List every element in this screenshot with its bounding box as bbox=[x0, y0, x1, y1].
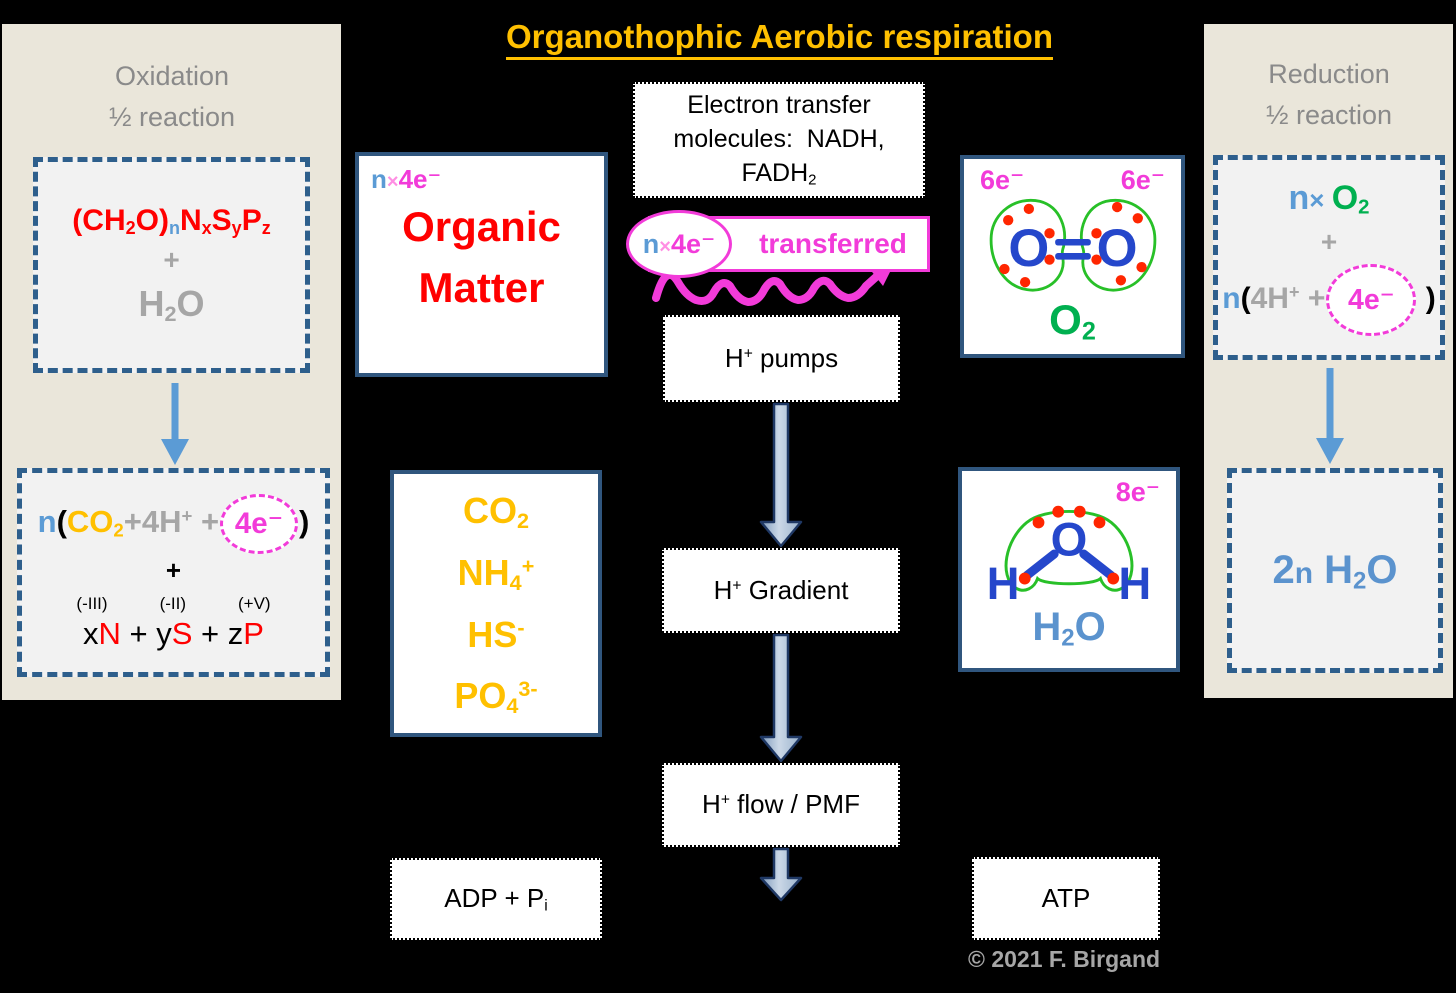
h2o-label: H2O bbox=[1032, 605, 1106, 652]
h2o-box: 8e⁻ O H H H2O bbox=[958, 467, 1180, 672]
atp-box: ATP bbox=[972, 857, 1160, 940]
po4-formula: PO43- bbox=[454, 675, 538, 719]
o2-box: 6e⁻ 6e⁻ O O O2 bbox=[960, 155, 1185, 358]
plus-sign: + bbox=[163, 244, 180, 276]
oxidation-state-s: (-II) bbox=[159, 593, 186, 613]
double-bond-top bbox=[1054, 238, 1091, 246]
oxygen-atom-left: O bbox=[1008, 219, 1049, 278]
hs-formula: HS- bbox=[467, 613, 525, 655]
electron-bubble-text: n×4e⁻ bbox=[642, 228, 716, 259]
mineral-products-box: CO2 NH4+ HS- PO43- bbox=[390, 470, 602, 737]
hydrogen-atom-right: H bbox=[1119, 558, 1152, 609]
reduction-reactants-box: n× O2 + n(4H+ +4e⁻ ) bbox=[1213, 155, 1445, 360]
plus-sign: + bbox=[1320, 225, 1338, 257]
organic-matter-formula: (CH2O)nNxSyPz bbox=[72, 203, 271, 238]
oxidation-products-formula: n(CO2+4H+ +4e⁻) bbox=[38, 493, 309, 554]
plus-sign: + bbox=[165, 554, 182, 585]
h2o-electrons-label: 8e⁻ bbox=[1115, 477, 1160, 507]
electron-dots bbox=[1018, 505, 1120, 585]
h2o-electron-labels: 8e⁻ bbox=[962, 477, 1176, 507]
h-pumps-box: H+ pumps bbox=[663, 315, 900, 402]
oxygen-atom-right: O bbox=[1096, 219, 1137, 278]
co2-formula: CO2 bbox=[462, 489, 529, 533]
double-bond-bottom bbox=[1054, 253, 1091, 260]
h-electron-formula: n(4H+ +4e⁻ ) bbox=[1222, 264, 1436, 337]
o2-label: O2 bbox=[1049, 296, 1096, 346]
h-flow-pmf-label: H+ flow / PMF bbox=[702, 789, 860, 820]
hydrogen-atom-left: H bbox=[987, 558, 1020, 609]
h-gradient-box: H+ Gradient bbox=[662, 548, 900, 633]
oxidation-states-row: (-III) (-II) (+V) bbox=[76, 594, 270, 614]
h-flow-pmf-box: H+ flow / PMF bbox=[662, 763, 900, 847]
reduction-product-box: 2n H2O bbox=[1227, 468, 1443, 673]
h-gradient-label: H+ Gradient bbox=[713, 574, 849, 605]
oh-bond-left bbox=[1022, 549, 1059, 581]
adp-label: ADP + Pi bbox=[444, 883, 548, 915]
gradient-to-flow-arrow bbox=[759, 633, 803, 763]
h2o-lewis-structure: O H H bbox=[987, 505, 1152, 609]
oh-bond-right bbox=[1079, 549, 1116, 581]
n-o2-formula: n× O2 bbox=[1288, 178, 1370, 219]
o2-lewis-structure: O O bbox=[989, 198, 1156, 292]
adp-box: ADP + Pi bbox=[390, 858, 602, 940]
transferred-label: transferred bbox=[759, 228, 907, 259]
o2-electron-labels: 6e⁻ 6e⁻ bbox=[964, 165, 1181, 196]
electron-bubble: n×4e⁻ bbox=[626, 210, 732, 278]
nh4-formula: NH4+ bbox=[457, 551, 535, 595]
o2-electrons-right-label: 6e⁻ bbox=[1120, 165, 1165, 195]
h-pumps-label: H+ pumps bbox=[724, 342, 839, 373]
reduction-down-arrow bbox=[1316, 368, 1344, 464]
page-title: Organothophic Aerobic respiration bbox=[506, 18, 1053, 60]
copyright-text: © 2021 F. Birgand bbox=[968, 946, 1161, 972]
o2-electrons-left-label: 6e⁻ bbox=[980, 165, 1025, 195]
pumps-to-gradient-arrow bbox=[759, 402, 803, 548]
nsp-products-formula: xN + yS + zP bbox=[83, 615, 264, 651]
oxidation-products-box: n(CO2+4H+ +4e⁻) + (-III) (-II) (+V) xN +… bbox=[17, 468, 330, 677]
oxidation-reactants-box: (CH2O)nNxSyPz + H2O bbox=[33, 157, 310, 373]
water-product-formula: 2n H2O bbox=[1272, 547, 1398, 594]
electron-count-label: n×4e⁻ bbox=[371, 164, 442, 194]
oxygen-atom: O bbox=[1051, 514, 1088, 567]
atp-label: ATP bbox=[1041, 882, 1091, 913]
water-formula: H2O bbox=[138, 282, 205, 326]
oxidation-state-p: (+V) bbox=[238, 593, 271, 613]
mineral-species-list: CO2 NH4+ HS- PO43- bbox=[394, 474, 598, 733]
electron-dots bbox=[998, 201, 1147, 288]
oxidation-state-n: (-III) bbox=[76, 593, 108, 613]
oxidation-down-arrow bbox=[161, 383, 189, 465]
flow-to-atp-arrow bbox=[759, 847, 803, 902]
